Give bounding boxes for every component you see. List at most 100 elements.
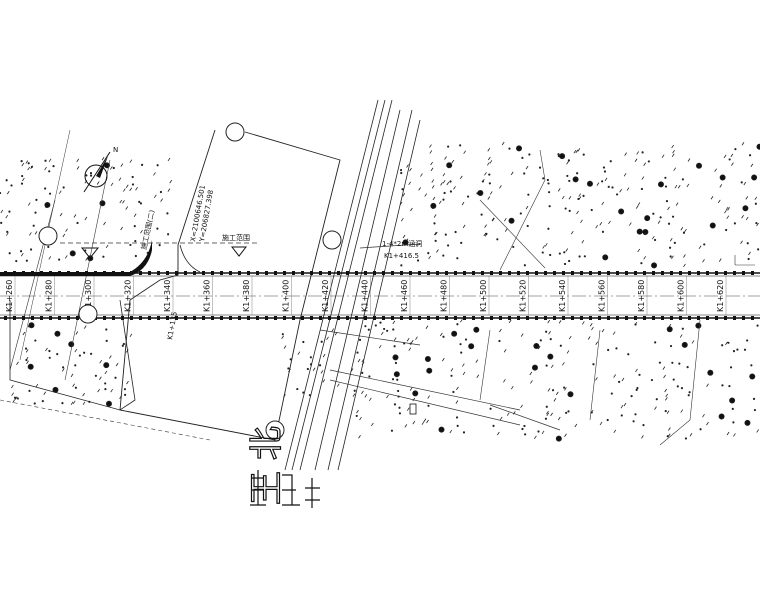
texture-mark — [657, 220, 661, 224]
texture-mark — [564, 433, 567, 437]
texture-mark — [442, 198, 445, 201]
texture-mark — [581, 239, 585, 244]
station-label: K1+540 — [558, 280, 567, 312]
texture-mark — [70, 373, 74, 378]
texture-mark — [748, 154, 752, 157]
texture-mark — [386, 329, 389, 332]
texture-mark — [473, 326, 480, 333]
edge-marker — [598, 271, 601, 275]
edge-marker — [634, 316, 637, 320]
edge-marker — [445, 316, 448, 320]
texture-mark — [16, 361, 19, 365]
texture-mark — [672, 149, 675, 154]
texture-mark — [750, 163, 754, 168]
texture-mark — [567, 410, 570, 413]
texture-mark — [41, 400, 44, 403]
texture-mark — [725, 206, 729, 211]
station-label: K1+400 — [282, 280, 291, 312]
texture-mark — [35, 383, 39, 388]
texture-mark — [523, 264, 526, 267]
texture-mark — [54, 330, 61, 337]
texture-mark — [612, 331, 616, 335]
edge-marker — [301, 271, 304, 275]
texture-mark — [714, 168, 717, 172]
texture-mark — [45, 347, 48, 352]
texture-mark — [141, 163, 144, 167]
texture-mark — [623, 173, 627, 177]
texture-mark — [22, 177, 25, 182]
texture-mark — [601, 230, 605, 233]
texture-mark — [607, 348, 610, 352]
texture-mark — [751, 174, 758, 181]
texture-mark — [44, 166, 47, 171]
texture-mark — [68, 341, 75, 348]
edge-marker — [175, 316, 178, 320]
texture-mark — [461, 201, 465, 206]
edge-marker — [265, 316, 268, 320]
edge-marker — [112, 316, 115, 320]
texture-mark — [296, 387, 299, 391]
texture-mark — [756, 429, 760, 433]
texture-mark — [508, 319, 512, 324]
texture-mark — [368, 375, 371, 378]
texture-mark — [727, 207, 730, 211]
texture-mark — [662, 366, 666, 370]
texture-mark — [728, 385, 731, 388]
texture-mark — [283, 345, 287, 349]
texture-mark — [664, 185, 668, 188]
texture-mark — [664, 388, 668, 393]
texture-mark — [686, 366, 689, 369]
texture-mark — [120, 226, 123, 231]
texture-mark — [461, 363, 465, 367]
texture-mark — [665, 200, 669, 203]
main-road — [0, 272, 760, 319]
texture-mark — [456, 424, 459, 427]
texture-mark — [326, 336, 329, 341]
texture-mark — [424, 193, 428, 197]
edge-marker — [274, 316, 277, 320]
texture-mark — [129, 243, 132, 247]
texture-mark — [610, 392, 613, 395]
edge-marker — [427, 271, 430, 275]
texture-mark — [602, 254, 609, 261]
texture-mark — [615, 347, 618, 350]
texture-mark — [744, 419, 751, 426]
texture-mark — [5, 214, 9, 219]
edge-marker — [733, 271, 736, 275]
texture-mark — [568, 196, 572, 200]
texture-mark — [441, 357, 445, 362]
edge-marker — [184, 271, 187, 275]
texture-mark — [102, 255, 105, 258]
texture-mark — [48, 356, 51, 359]
right-edge-lines — [479, 149, 755, 446]
texture-mark — [557, 188, 561, 192]
edge-marker — [706, 271, 709, 275]
texture-mark — [410, 339, 414, 344]
texture-mark — [97, 388, 100, 393]
texture-mark — [545, 405, 548, 408]
texture-mark — [415, 336, 418, 340]
texture-mark — [424, 356, 431, 363]
edge-marker — [301, 316, 304, 320]
texture-mark — [379, 321, 382, 324]
edge-marker — [238, 271, 241, 275]
texture-mark — [557, 416, 561, 421]
edge-marker — [292, 271, 295, 275]
texture-mark — [426, 419, 429, 424]
texture-mark — [82, 392, 85, 397]
texture-mark — [671, 144, 674, 149]
texture-mark — [644, 215, 651, 222]
texture-mark — [84, 216, 88, 221]
texture-mark — [115, 362, 119, 367]
texture-mark — [599, 421, 603, 426]
edge-marker — [337, 316, 340, 320]
station-label: K1+320 — [124, 280, 133, 312]
texture-mark — [28, 389, 31, 392]
texture-mark — [591, 326, 594, 331]
texture-mark — [138, 200, 141, 203]
left-diagonal-3 — [64, 159, 111, 381]
texture-mark — [24, 347, 28, 350]
texture-mark — [688, 391, 691, 394]
edge-marker — [517, 271, 520, 275]
texture-mark — [30, 165, 33, 169]
